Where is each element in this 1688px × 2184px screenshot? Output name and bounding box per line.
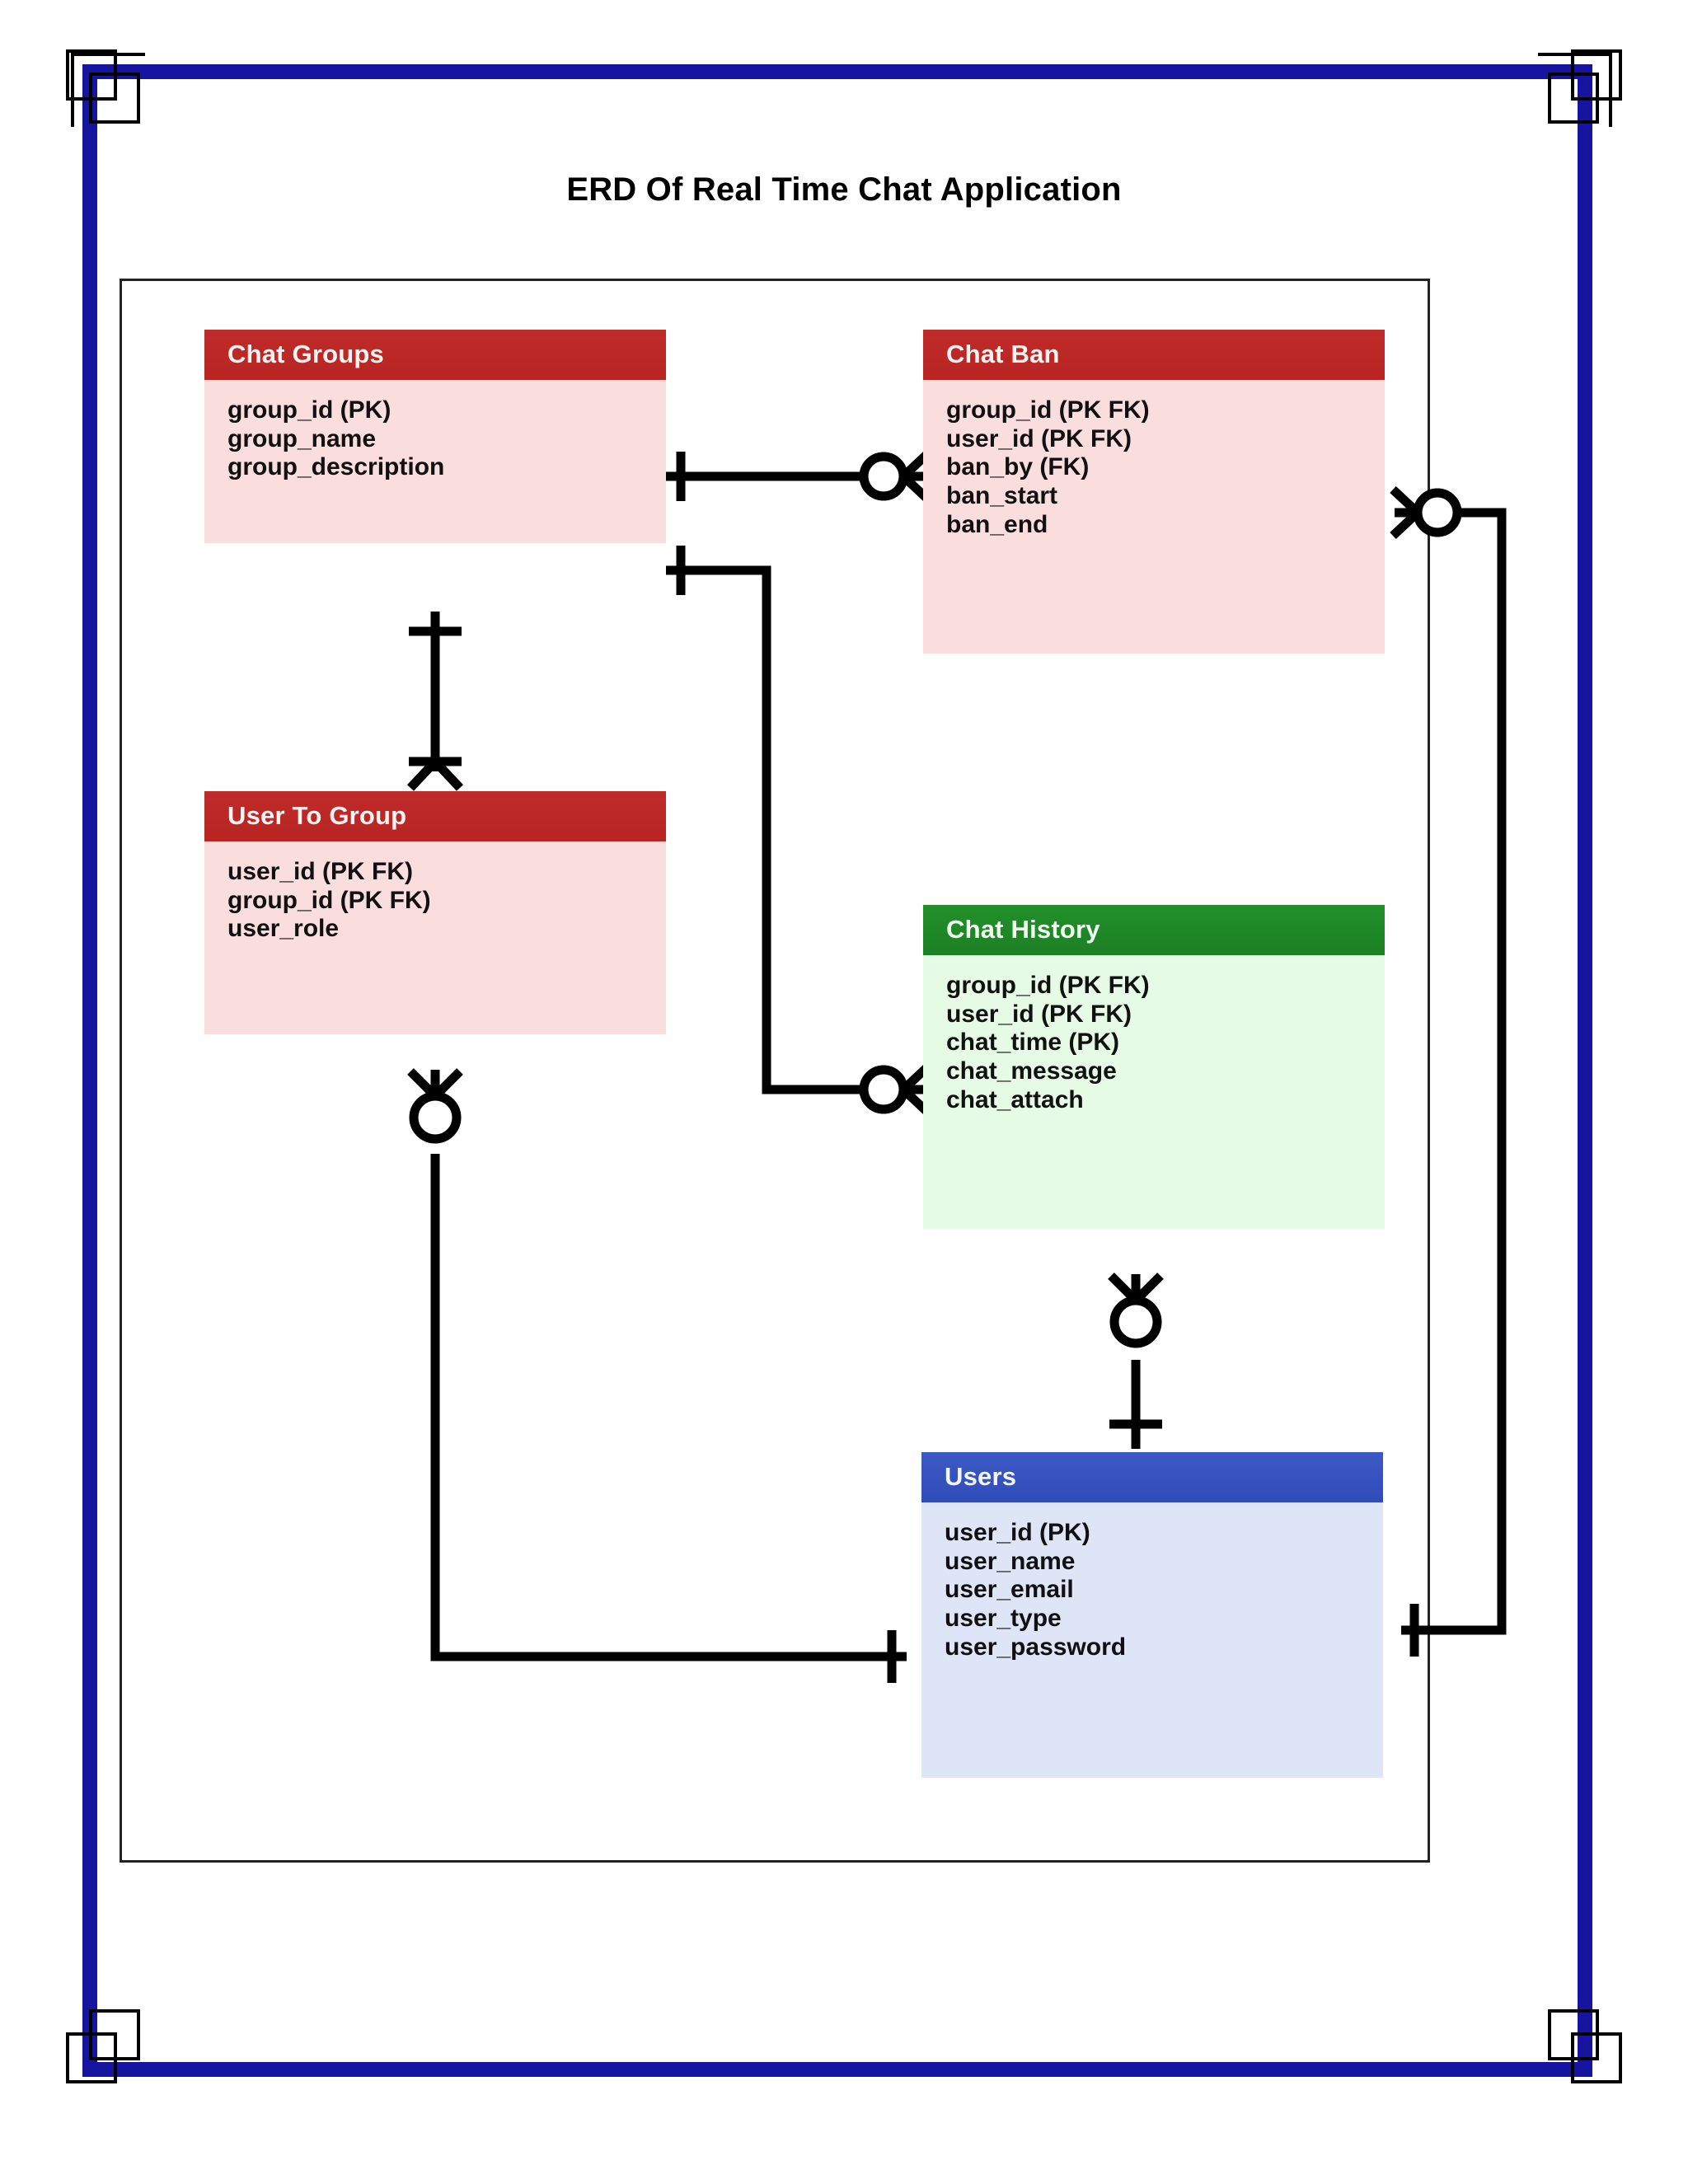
attribute-row: user_id (PK) <box>945 1518 1090 1546</box>
attribute-row: group_id (PK) <box>227 396 392 424</box>
entity-chat-ban[interactable]: Chat Ban group_id (PK FK) user_id (PK FK… <box>923 330 1385 654</box>
corner-mark-bottom-right-inner <box>1548 2009 1599 2060</box>
entity-chat-groups[interactable]: Chat Groups group_id (PK) group_name gro… <box>204 330 666 543</box>
entity-chat-ban-attributes: group_id (PK FK) user_id (PK FK) ban_by … <box>923 379 1385 654</box>
attribute-row: group_id (PK FK) <box>946 971 1150 999</box>
attribute-row: group_name <box>227 424 377 452</box>
page-frame-blue <box>82 64 1592 2077</box>
entity-user-to-group-attributes: user_id (PK FK) group_id (PK FK) user_ro… <box>204 841 666 1034</box>
corner-mark-top-left-inner <box>89 73 140 124</box>
page-title: ERD Of Real Time Chat Application <box>566 171 1122 208</box>
attribute-row: chat_attach <box>946 1085 1084 1113</box>
attribute-row: user_id (PK FK) <box>227 857 414 885</box>
entity-chat-history[interactable]: Chat History group_id (PK FK) user_id (P… <box>923 905 1385 1229</box>
attribute-row: user_id (PK FK) <box>946 1000 1132 1028</box>
entity-chat-history-title: Chat History <box>923 905 1385 955</box>
entity-users-title: Users <box>921 1452 1383 1502</box>
attribute-row: ban_end <box>946 510 1048 538</box>
entity-users-attributes: user_id (PK) user_name user_email user_t… <box>921 1502 1383 1778</box>
attribute-row: ban_by (FK) <box>946 453 1090 481</box>
entity-user-to-group-title: User To Group <box>204 791 666 841</box>
entity-chat-history-attributes: group_id (PK FK) user_id (PK FK) chat_ti… <box>923 954 1385 1229</box>
entity-chat-groups-attributes: group_id (PK) group_name group_descripti… <box>204 379 666 543</box>
attribute-row: group_id (PK FK) <box>227 886 431 914</box>
attribute-row: group_id (PK FK) <box>946 396 1150 424</box>
attribute-row: user_name <box>945 1547 1076 1575</box>
attribute-row: chat_time (PK) <box>946 1029 1120 1057</box>
attribute-row: user_email <box>945 1576 1074 1604</box>
corner-mark-top-right-inner <box>1548 73 1599 124</box>
attribute-row: user_role <box>227 915 340 943</box>
corner-mark-bottom-left-inner <box>89 2009 140 2060</box>
entity-chat-groups-title: Chat Groups <box>204 330 666 380</box>
attribute-row: user_type <box>945 1605 1062 1633</box>
entity-chat-ban-title: Chat Ban <box>923 330 1385 380</box>
attribute-row: user_password <box>945 1633 1127 1661</box>
page-frame-blue-inner <box>97 79 1578 2062</box>
entity-user-to-group[interactable]: User To Group user_id (PK FK) group_id (… <box>204 791 666 1034</box>
attribute-row: group_description <box>227 453 445 481</box>
attribute-row: chat_message <box>946 1057 1117 1085</box>
attribute-row: ban_start <box>946 482 1058 510</box>
entity-users[interactable]: Users user_id (PK) user_name user_email … <box>921 1452 1383 1778</box>
attribute-row: user_id (PK FK) <box>946 424 1132 452</box>
